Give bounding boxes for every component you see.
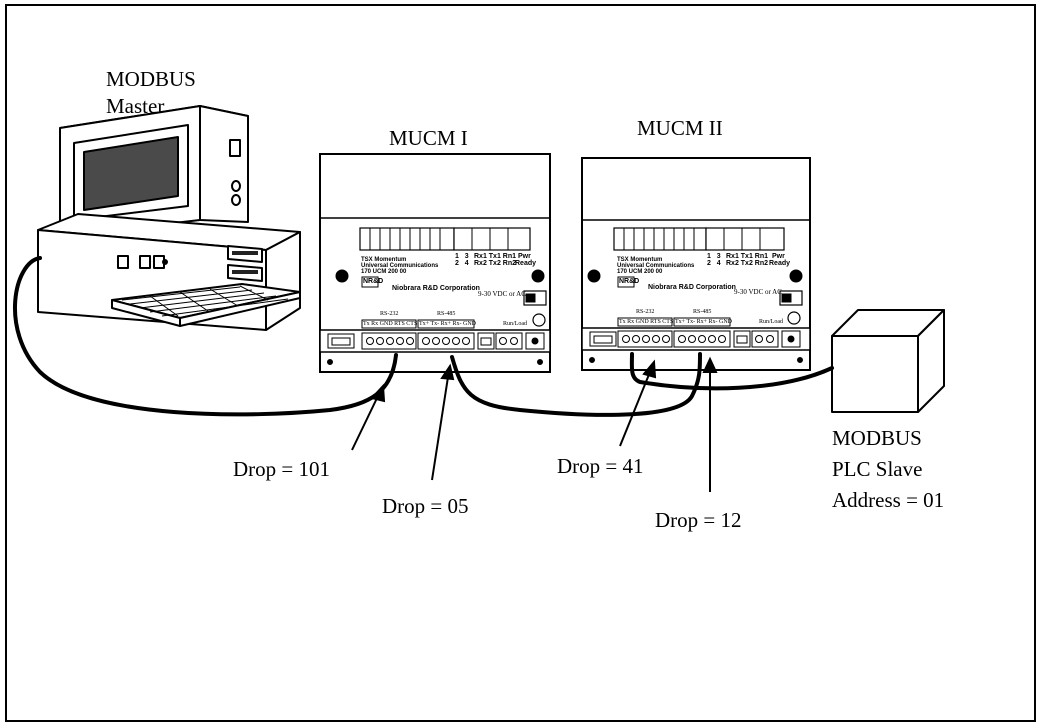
mucm1-run-load: Run/Load [503,321,527,327]
mucm1-company: Niobrara R&D Corporation [392,285,480,292]
mucm2-led-col2b: Rx2 Tx2 Rn2 [726,260,769,267]
mucm2-product-2: Universal Communications [617,263,695,269]
mucm2-run-load: Run/Load [759,319,783,325]
mucm1-power: 9-30 VDC or AC [478,290,526,298]
mucm1-logo: NR&D [363,278,384,285]
mucm2-power: 9-30 VDC or AC [734,288,782,296]
master-label-line1: MODBUS [106,67,196,91]
mucm2-pwr: Pwr [772,253,785,260]
mucm1-rs232: RS-232 [380,311,399,317]
drop-05-label: Drop = 05 [382,494,469,518]
drop-arrows [351,356,718,492]
modbus-plc-slave-box [831,309,945,413]
mucm-1-title: MUCM I [389,126,468,150]
mucm-2-module [581,157,811,371]
mucm2-company: Niobrara R&D Corporation [648,284,736,291]
mucm1-product-1: TSX Momentum [361,257,407,263]
mucm2-led-col1: 1 3 [707,253,721,260]
drop-41-label: Drop = 41 [557,454,644,478]
mucm2-rs232: RS-232 [636,309,655,315]
network-cables [12,256,834,417]
mucm2-logo: NR&D [619,278,640,285]
mucm1-led-col1: 1 3 [455,253,469,260]
mucm1-rs485: RS-485 [437,311,456,317]
mucm1-pwr: Pwr [518,253,531,260]
mucm2-rs485-pins: Tx+ Tx- Rx+ Rx- GND [675,319,732,325]
slave-label-line2: PLC Slave [832,457,923,481]
arrow-drop-05-head [440,363,455,381]
mucm2-led-col2: Rx1 Tx1 Rn1 [726,253,769,260]
arrow-drop-12-head [702,356,718,373]
arrow-drop-101-head [370,383,386,403]
mucm2-product-1: TSX Momentum [617,257,663,263]
mucm2-rs232-pins: Tx Rx GND RTS CTS [619,319,674,325]
mucm1-led-col2: Rx1 Tx1 Rn1 [474,253,517,260]
slave-label-line1: MODBUS [832,426,922,450]
mucm1-product-2: Universal Communications [361,263,439,269]
master-label-line2: Master [106,94,165,118]
mucm-1-module [319,153,551,373]
mucm2-ready: Ready [769,260,791,267]
slave-label-line3: Address = 01 [832,488,945,512]
mucm-2-title: MUCM II [637,116,723,140]
mucm1-product-3: 170 UCM 200 00 [361,269,407,275]
arrow-drop-41-head [642,359,657,379]
mucm2-led-col1b: 2 4 [707,260,721,267]
mucm2-rs485: RS-485 [693,309,712,315]
mucm2-product-3: 170 UCM 200 00 [617,269,663,275]
arrow-drop-101 [351,395,379,451]
modbus-master-computer [37,105,301,331]
drop-101-label: Drop = 101 [233,457,331,481]
drop-12-label: Drop = 12 [655,508,742,532]
mucm1-led-col2b: Rx2 Tx2 Rn2 [474,260,517,267]
mucm1-ready: Ready [515,260,537,267]
frame-border [5,4,1036,722]
arrow-drop-41 [619,371,651,447]
mucm1-led-col1b: 2 4 [455,260,469,267]
arrow-drop-05 [431,376,449,481]
mucm1-rs485-pins: Tx+ Tx- Rx+ Rx- GND [419,321,476,327]
mucm1-rs232-pins: Tx Rx GND RTS CTS [363,321,418,327]
